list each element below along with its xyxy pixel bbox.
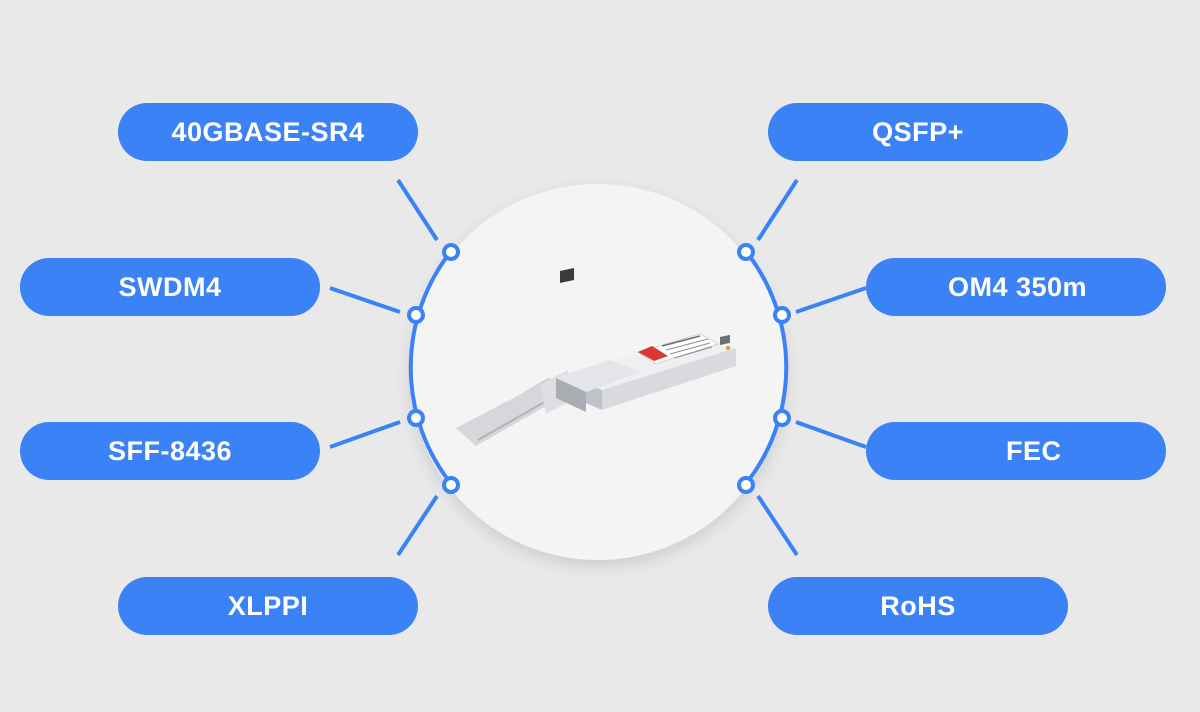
node-dot	[442, 243, 460, 261]
feature-pill-xlppi: XLPPI	[118, 577, 418, 635]
node-dot	[407, 409, 425, 427]
feature-pill-fec: FEC	[866, 422, 1166, 480]
connector-line	[396, 494, 439, 557]
feature-pill-om4-350m: OM4 350m	[866, 258, 1166, 316]
connector-line	[396, 178, 439, 242]
feature-pill-40gbase-sr4: 40GBASE-SR4	[118, 103, 418, 161]
feature-pill-swdm4: SWDM4	[20, 258, 320, 316]
node-dot	[737, 243, 755, 261]
node-dot	[407, 306, 425, 324]
left-arc	[408, 248, 454, 487]
feature-pill-rohs: RoHS	[768, 577, 1068, 635]
feature-label: OM4 350m	[948, 271, 1088, 302]
node-dot	[773, 409, 791, 427]
connector-line	[756, 494, 799, 557]
connector-line	[329, 420, 401, 449]
connector-line	[795, 420, 867, 449]
node-dot	[442, 476, 460, 494]
node-dot	[737, 476, 755, 494]
feature-label: FEC	[1006, 435, 1062, 466]
feature-label: 40GBASE-SR4	[171, 116, 365, 147]
feature-label: SFF-8436	[107, 435, 233, 466]
qsfp-transceiver-module	[456, 267, 736, 446]
right-arc	[743, 248, 789, 487]
feature-label: XLPPI	[227, 590, 309, 621]
connector-line	[756, 178, 799, 242]
feature-label: QSFP+	[872, 116, 964, 147]
connector-line	[795, 286, 867, 314]
feature-label: RoHS	[880, 590, 956, 621]
feature-pill-sff-8436: SFF-8436	[20, 422, 320, 480]
feature-label: SWDM4	[118, 271, 222, 302]
node-dot	[773, 306, 791, 324]
feature-pill-qsfp-plus: QSFP+	[768, 103, 1068, 161]
connector-line	[329, 286, 401, 314]
